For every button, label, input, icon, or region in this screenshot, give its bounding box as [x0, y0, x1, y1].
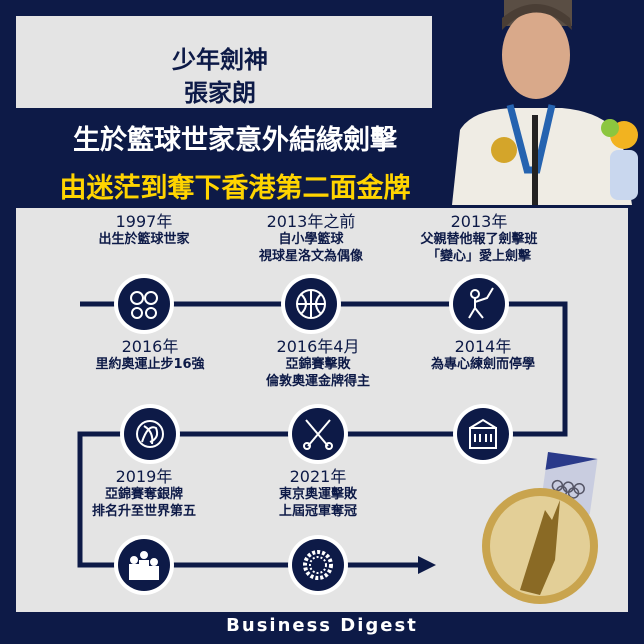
timeline-node: [453, 404, 513, 464]
event-year: 2014年: [454, 337, 512, 356]
event-description: 自小學籃球: [278, 232, 344, 247]
event-description: 「變心」愛上劍擊: [426, 249, 531, 264]
timeline-event: 2013年之前自小學籃球視球星洛文為偶像: [221, 212, 401, 265]
event-description: 父親替他報了劍擊班: [420, 232, 538, 247]
event-year: 2016年4月: [276, 337, 360, 356]
event-description: 為專心練劍而停學: [430, 357, 535, 372]
timeline-event: 1997年出生於籃球世家: [54, 212, 234, 248]
event-description: 視球星洛文為偶像: [258, 249, 363, 264]
timeline-event: 2016年里約奧運止步16強: [60, 337, 240, 373]
crossed-swords-icon: [303, 419, 333, 450]
timeline-event: 2014年為專心練劍而停學: [393, 337, 573, 373]
title-line-2: 張家朗: [184, 79, 256, 107]
school-icon: [469, 418, 497, 449]
event-description: 倫敦奧運金牌得主: [265, 374, 370, 389]
fencer-icon: [468, 287, 494, 319]
headline-line-2: 由迷茫到奪下香港第二面金牌: [59, 173, 411, 204]
rio-olympics-icon: [136, 420, 164, 448]
timeline-node: [288, 404, 348, 464]
tokyo-emblem-icon: [303, 550, 333, 580]
timeline-node: [449, 274, 509, 334]
family-icon: [130, 291, 158, 319]
timeline-event: 2021年東京奧運擊敗上屆冠軍奪冠: [228, 467, 408, 520]
timeline-node: [114, 274, 174, 334]
event-year: 1997年: [115, 212, 173, 231]
arrow-head-icon: [418, 556, 436, 574]
event-year: 2016年: [121, 337, 179, 356]
event-description: 排名升至世界第五: [91, 504, 196, 519]
event-description: 里約奧運止步16強: [95, 357, 205, 372]
timeline-event: 2013年父親替他報了劍擊班「變心」愛上劍擊: [389, 212, 569, 265]
event-year: 2019年: [115, 467, 173, 486]
timeline-node: [114, 535, 174, 595]
event-year: 2013年: [450, 212, 508, 231]
podium-icon: [129, 551, 159, 580]
headline-line-1: 生於籃球世家意外結緣劍擊: [73, 125, 397, 156]
gold-medal-image: [482, 488, 598, 604]
event-description: 上屆冠軍奪冠: [278, 504, 357, 519]
title-line-1: 少年劍神: [172, 46, 268, 74]
event-description: 亞錦賽奪銀牌: [104, 487, 183, 502]
brand-footer: Business Digest: [226, 615, 418, 636]
event-year: 2013年之前: [266, 212, 356, 231]
event-description: 亞錦賽擊敗: [285, 357, 351, 372]
timeline-node: [288, 535, 348, 595]
event-description: 東京奧運擊敗: [278, 487, 357, 502]
basketball-icon: [296, 289, 326, 319]
timeline-event: 2019年亞錦賽奪銀牌排名升至世界第五: [54, 467, 234, 520]
event-year: 2021年: [289, 467, 347, 486]
athlete-photo: [432, 0, 644, 205]
timeline-event: 2016年4月亞錦賽擊敗倫敦奧運金牌得主: [228, 337, 408, 390]
timeline-node: [120, 404, 180, 464]
event-description: 出生於籃球世家: [98, 232, 190, 247]
timeline-node: [281, 274, 341, 334]
